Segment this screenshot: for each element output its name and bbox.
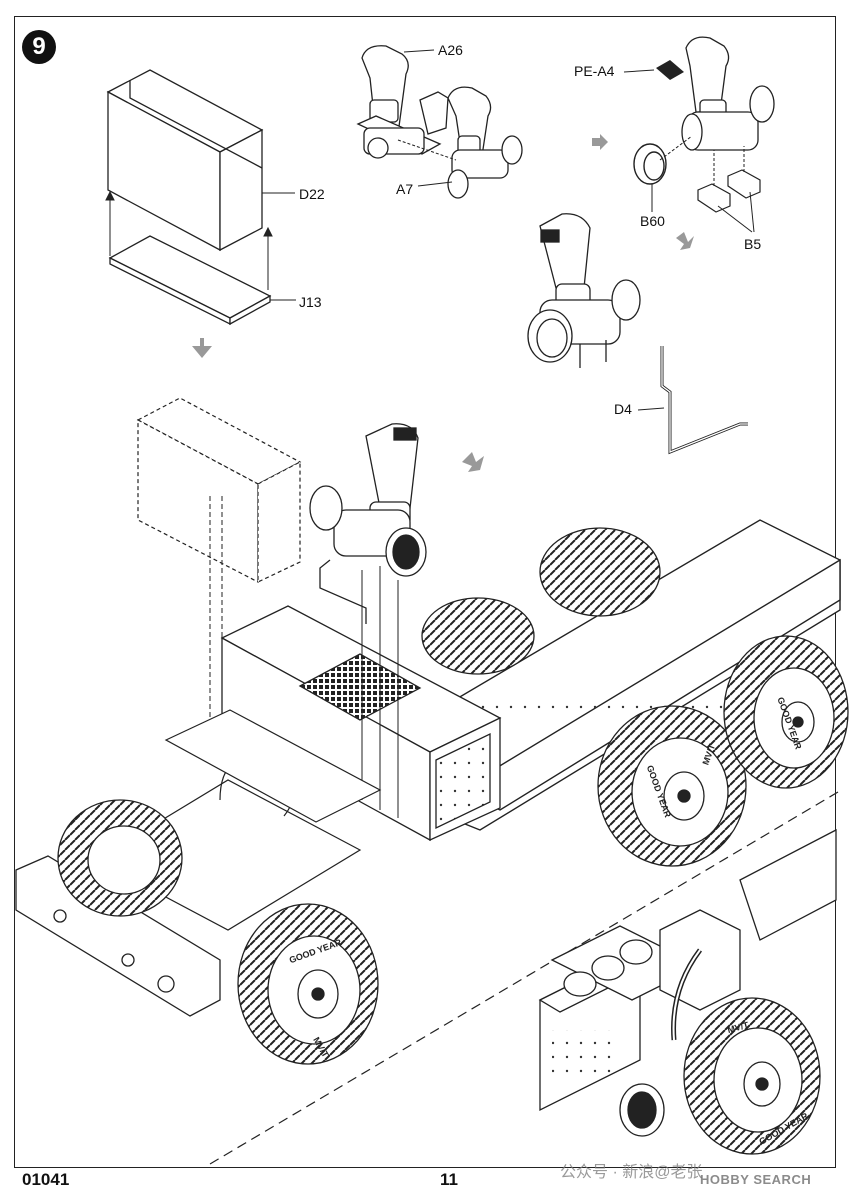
leader-lines-a26-a7 — [397, 49, 457, 187]
label-a7: A7 — [396, 181, 414, 197]
wheel-mid-right — [597, 705, 747, 867]
page-number: 11 — [440, 1170, 458, 1189]
part-intake-complete — [527, 213, 641, 368]
part-pe-a4-mesh — [656, 60, 684, 80]
wechat-watermark: 公众号 · 新浪@老张 — [560, 1164, 703, 1181]
part-j13-plate — [108, 235, 272, 326]
label-d4: D4 — [614, 401, 632, 417]
kit-number: 01041 — [22, 1170, 70, 1189]
leader-lines-pe-b60-b5 — [623, 69, 755, 233]
label-b60: B60 — [640, 213, 665, 229]
label-pe-a4: PE-A4 — [574, 63, 615, 79]
part-b5-brackets — [697, 169, 761, 213]
part-a7-intake — [447, 86, 523, 199]
part-d22-box — [106, 69, 264, 252]
inset-separator — [209, 791, 839, 1165]
wheel-mid-left — [421, 597, 535, 675]
intake-assembled — [309, 423, 427, 624]
label-d22: D22 — [299, 186, 325, 202]
leader-line-d4 — [637, 407, 665, 411]
part-intake-body-right — [681, 36, 775, 151]
step-number-badge: 9 — [22, 30, 56, 64]
label-j13: J13 — [299, 294, 322, 310]
front-bumper — [15, 855, 221, 1017]
leader-lines-d22-j13 — [262, 192, 296, 301]
wheel-rear-right — [723, 635, 849, 789]
hobbysearch-watermark: HOBBY SEARCH — [700, 1172, 812, 1187]
wheel-rear-left — [539, 527, 661, 617]
wheel-inset — [683, 997, 821, 1155]
part-d4-pipe-outline — [661, 346, 748, 453]
part-b60-lens — [633, 143, 667, 185]
assembly-guide-lines — [209, 496, 399, 818]
wheel-front-left — [57, 799, 183, 917]
part-d4-pipe — [660, 346, 748, 455]
flow-arrows — [192, 134, 694, 472]
battery-box-assembled — [136, 397, 302, 583]
part-a26-intake — [356, 45, 449, 159]
inset-detail-view — [538, 828, 837, 1137]
label-a26: A26 — [438, 42, 463, 58]
assembly-arrows-d22-j13 — [105, 190, 273, 290]
label-b5: B5 — [744, 236, 762, 252]
wheel-front-right — [237, 903, 379, 1065]
